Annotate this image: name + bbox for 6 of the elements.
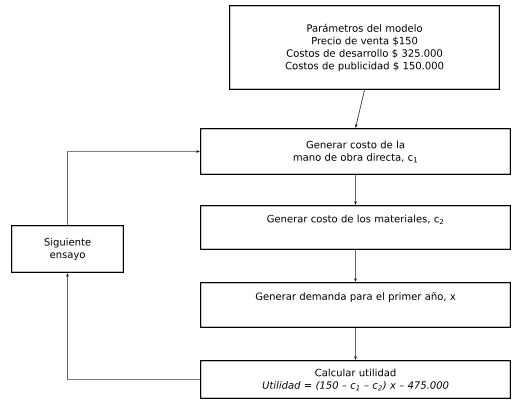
loop-box: Siguiente ensayo <box>11 225 124 273</box>
process-box: Generar costo de los materiales, c$_{2}$ <box>200 205 511 250</box>
process-box: Generar demanda para el primer año, x <box>200 282 511 328</box>
process-box: Calcular utilidad Utilidad = (150 – c$_{1}$ – c$_{2}$) x – 475.000 <box>200 360 511 399</box>
process-box: Parámetros del modelo Precio de venta $150 Costos de desarrollo $ 325.000 Costos de publicidad $ 150.000 <box>229 5 500 90</box>
process-box: Generar costo de la mano de obra directa, c$_{1}$ <box>200 128 511 175</box>
